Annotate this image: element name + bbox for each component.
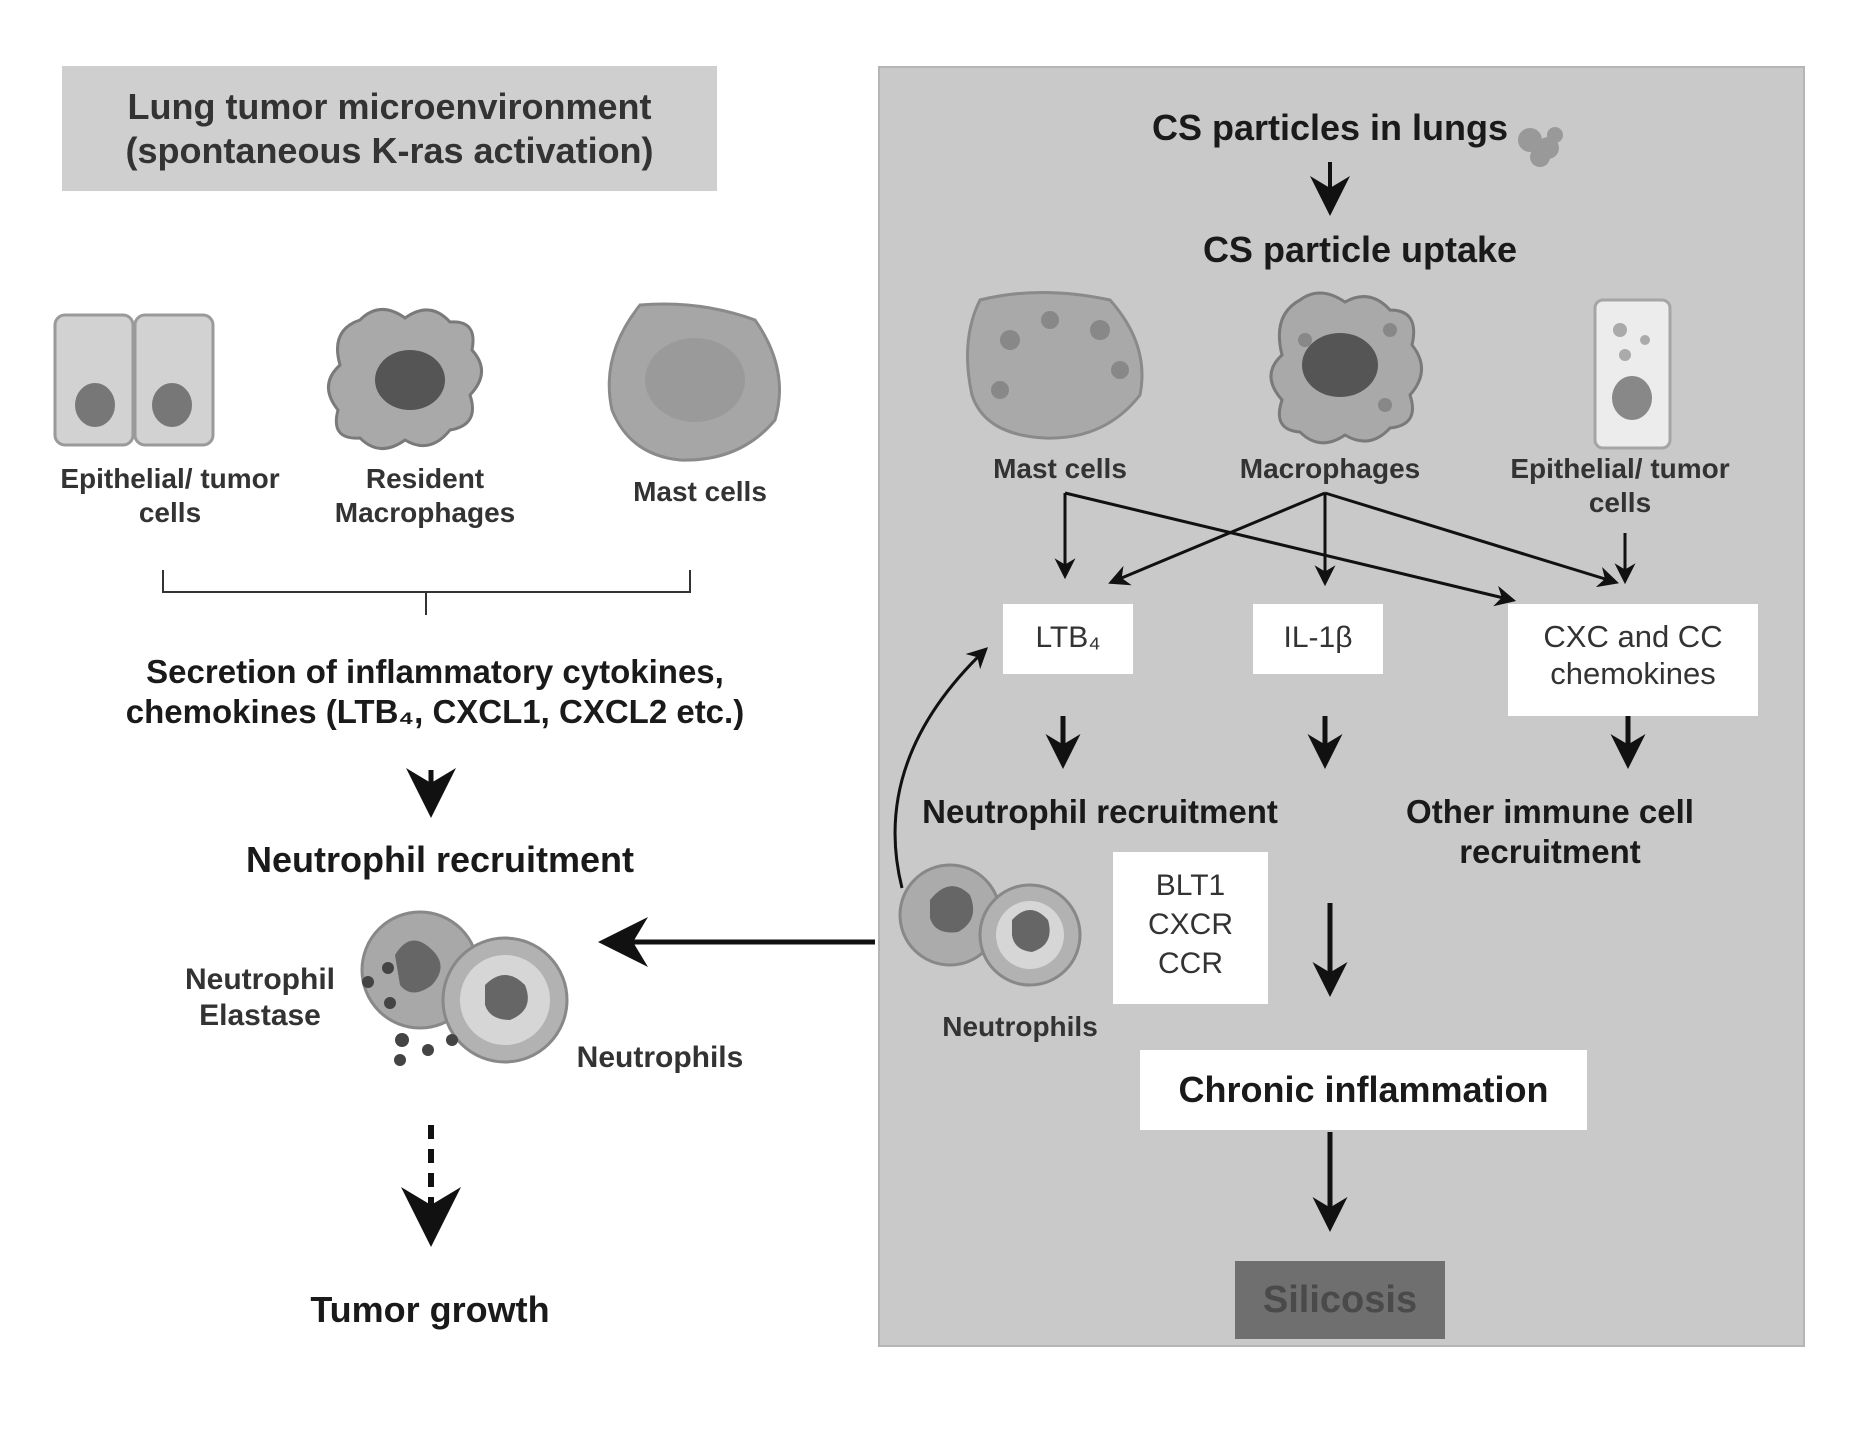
label-mast-cells-right: Mast cells (960, 452, 1160, 486)
label-chronic-inflammation: Chronic inflammation (1140, 1068, 1587, 1111)
label-tumor-growth: Tumor growth (280, 1288, 580, 1331)
neutrophils-icon-right (900, 865, 1080, 985)
epithelial-cell-icon-right (1595, 300, 1670, 448)
label-chemokines: CXC and CC chemokines (1508, 618, 1758, 692)
label-other-immune-line2: recruitment (1360, 832, 1740, 872)
label-neutrophils-left: Neutrophils (560, 1040, 760, 1076)
mast-cell-icon-right (968, 293, 1143, 439)
label-other-immune-line1: Other immune cell (1360, 792, 1740, 832)
feedback-arrow-to-ltb4 (895, 650, 985, 888)
label-receptors: BLT1 CXCR CCR (1113, 866, 1268, 983)
label-epithelial-cells-left: Epithelial/ tumor cells (40, 462, 300, 529)
resident-macrophage-icon (328, 309, 481, 448)
label-epithelial-line2: cells (40, 496, 300, 530)
label-mast-cells-left: Mast cells (600, 475, 800, 509)
label-cs-particles: CS particles in lungs (1110, 106, 1550, 149)
label-neutrophil-elastase: Neutrophil Elastase (160, 962, 360, 1034)
label-epithelial-line1: Epithelial/ tumor (40, 462, 300, 496)
label-resident-line1: Resident (325, 462, 525, 496)
label-neutrophils-right: Neutrophils (920, 1010, 1120, 1044)
label-resident-macrophages: Resident Macrophages (325, 462, 525, 529)
silicosis-box: Silicosis (1235, 1261, 1445, 1339)
label-receptor-ccr: CCR (1113, 944, 1268, 983)
label-neutrophil-recruitment-right: Neutrophil recruitment (890, 792, 1310, 832)
label-secretion-line1: Secretion of inflammatory cytokines, (60, 652, 810, 692)
label-secretion: Secretion of inflammatory cytokines, che… (60, 652, 810, 731)
label-silicosis: Silicosis (1263, 1279, 1417, 1322)
mast-cell-icon-left (609, 304, 779, 460)
label-epithelial-right-line1: Epithelial/ tumor (1490, 452, 1750, 486)
label-resident-line2: Macrophages (325, 496, 525, 530)
label-il1b: IL-1β (1253, 620, 1383, 656)
label-secretion-line2: chemokines (LTB₄, CXCL1, CXCL2 etc.) (60, 692, 810, 732)
label-other-immune-recruitment: Other immune cell recruitment (1360, 792, 1740, 871)
label-ltb4: LTB₄ (1003, 620, 1133, 656)
label-elastase-line2: Elastase (160, 998, 360, 1034)
label-receptor-blt1: BLT1 (1113, 866, 1268, 905)
macrophage-icon-right (1271, 293, 1422, 443)
label-epithelial-right-line2: cells (1490, 486, 1750, 520)
label-chemokines-line2: chemokines (1508, 655, 1758, 692)
label-macrophages-right: Macrophages (1220, 452, 1440, 486)
label-elastase-line1: Neutrophil (160, 962, 360, 998)
label-chemokines-line1: CXC and CC (1508, 618, 1758, 655)
label-receptor-cxcr: CXCR (1113, 905, 1268, 944)
epithelial-cells-icon (55, 315, 213, 445)
grouping-bracket (163, 570, 690, 592)
neutrophils-icon-left (362, 912, 567, 1066)
label-epithelial-cells-right: Epithelial/ tumor cells (1490, 452, 1750, 519)
label-neutrophil-recruitment-left: Neutrophil recruitment (210, 838, 670, 881)
label-cs-uptake: CS particle uptake (1170, 228, 1550, 271)
